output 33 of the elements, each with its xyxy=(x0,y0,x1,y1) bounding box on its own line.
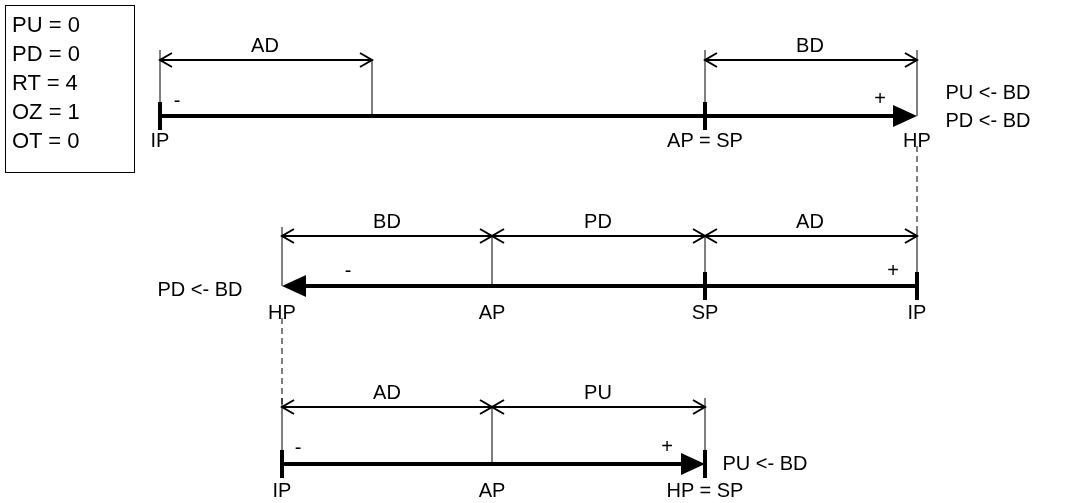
dimension-label: PD xyxy=(584,211,612,231)
parameter-text: OT = 0 xyxy=(12,127,81,155)
position-label: HP = SP xyxy=(666,480,744,500)
sign-label: + xyxy=(874,88,886,108)
parameter-box xyxy=(5,5,135,173)
sign-label: + xyxy=(661,436,673,456)
parameter-text: PD = 0 xyxy=(12,40,81,68)
assignment-note: PD <- BD xyxy=(945,110,1031,130)
dimension-label: PU xyxy=(584,382,612,402)
position-label: AP xyxy=(478,480,506,500)
dimension-label: AD xyxy=(796,211,824,231)
parameter-text: RT = 4 xyxy=(12,69,79,97)
position-label: HP xyxy=(268,302,296,322)
sign-label: + xyxy=(887,260,899,280)
sign-label: - xyxy=(344,260,352,280)
parameter-text: OZ = 1 xyxy=(12,98,81,126)
dimension-label: BD xyxy=(373,211,401,231)
position-label: SP xyxy=(691,302,719,322)
sign-label: - xyxy=(294,437,302,457)
dimension-label: AD xyxy=(251,35,279,55)
assignment-note: PU <- BD xyxy=(945,82,1031,102)
position-label: IP xyxy=(907,302,927,322)
position-label: AP = SP xyxy=(667,130,743,150)
assignment-note: PU <- BD xyxy=(722,453,808,473)
position-label: HP xyxy=(903,130,931,150)
dimension-label: BD xyxy=(796,35,824,55)
position-label: AP xyxy=(478,302,506,322)
dimension-label: AD xyxy=(373,382,401,402)
sign-label: - xyxy=(173,90,181,110)
position-label: IP xyxy=(150,130,170,150)
parameter-text: PU = 0 xyxy=(12,11,81,39)
assignment-note: PD <- BD xyxy=(157,279,243,299)
position-label: IP xyxy=(272,480,292,500)
